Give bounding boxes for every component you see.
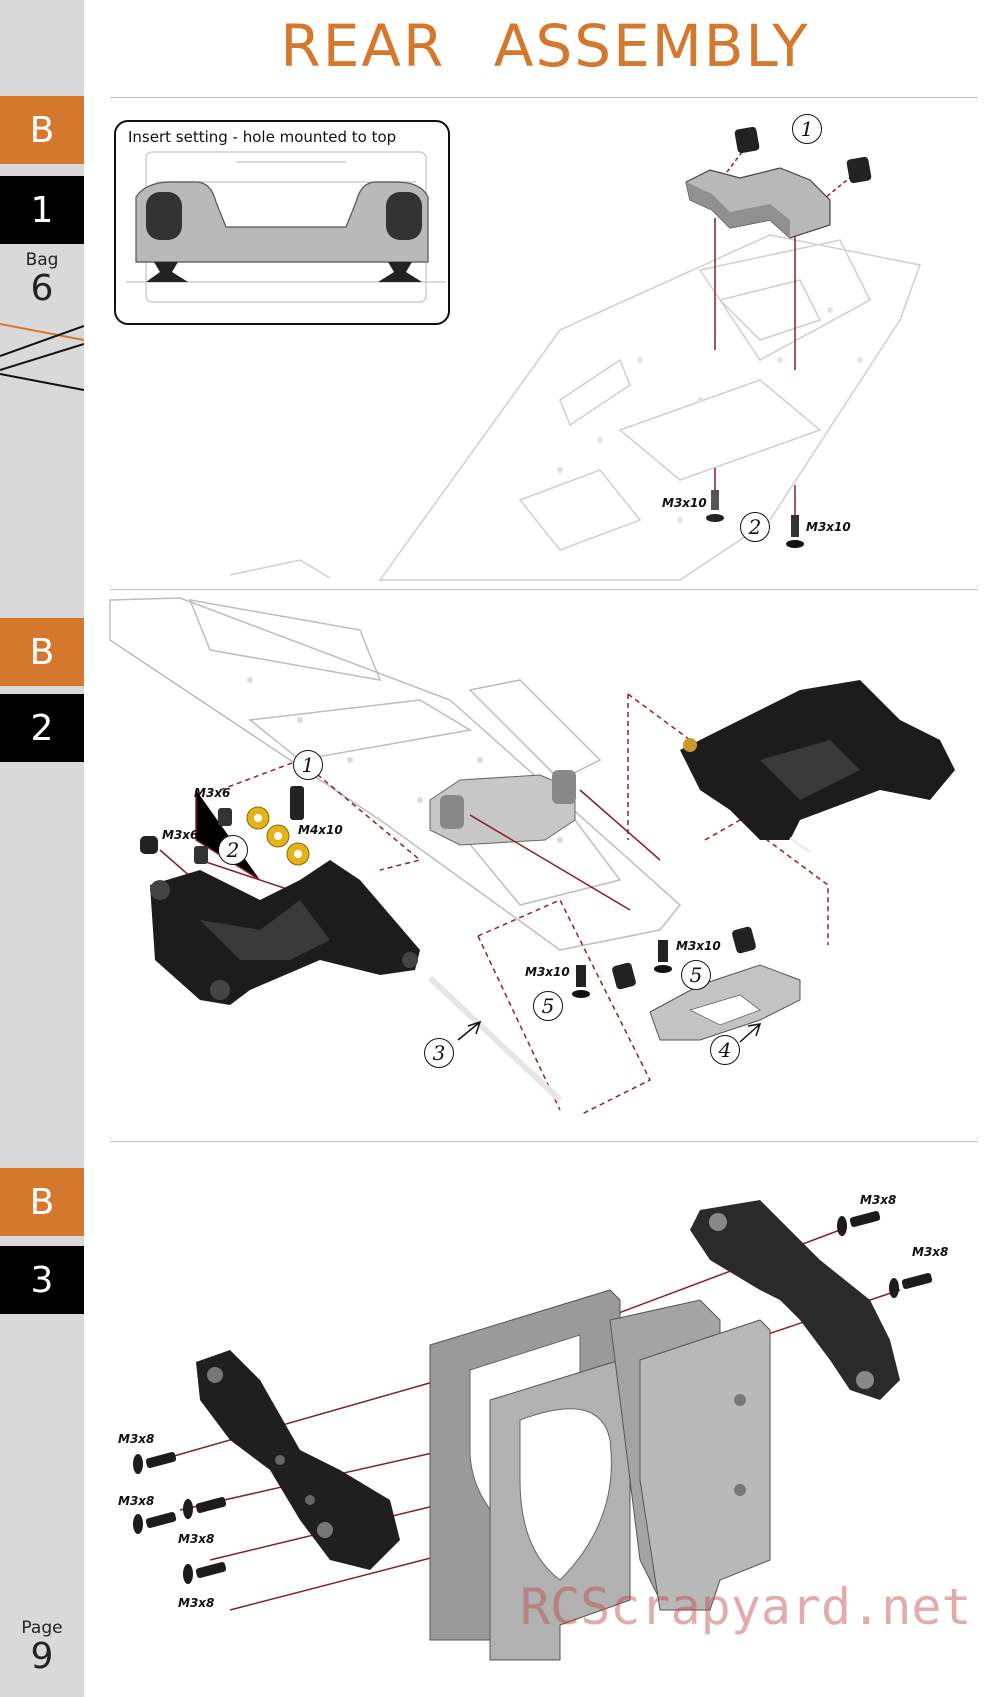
step-2-callout-3: 3 (424, 1038, 454, 1068)
step-1-screw (786, 515, 804, 548)
bag-label: Bag (25, 250, 59, 270)
step-1-callout-2: 2 (740, 512, 770, 542)
step-3-label-m3x8-c: M3x8 (118, 1432, 155, 1446)
step-2-label-m3x10-a: M3x10 (525, 965, 570, 979)
bag-number: 6 (30, 268, 54, 309)
step-1-callout-1: 1 (792, 114, 822, 144)
step-3-label-m3x8-e: M3x8 (178, 1532, 215, 1546)
step-1-screw-label-a: M3x10 (662, 496, 707, 510)
bag-decoration-lines (0, 323, 84, 391)
step-3-label-m3x8-b: M3x8 (912, 1245, 949, 1259)
step-2-label-m4x10: M4x10 (298, 823, 343, 837)
insert-detail-image (126, 151, 446, 303)
step-3-label-m3x8-a: M3x8 (860, 1193, 897, 1207)
insert-setting-callout: Insert setting - hole mounted to top (114, 120, 450, 325)
step-3-number-tab: 3 (0, 1246, 84, 1314)
step-2-number-tab: 2 (0, 694, 84, 762)
step-3-label-m3x8-f: M3x8 (178, 1596, 215, 1610)
step-2-label-m3x6-b: M3x6 (162, 828, 199, 842)
step-2-label-m3x6-a: M3x6 (194, 786, 231, 800)
page-title: REAR ASSEMBLY (280, 12, 810, 80)
page-number: 9 (30, 1636, 54, 1677)
divider-middle (110, 589, 978, 590)
callout-text: Insert setting - hole mounted to top (128, 128, 397, 146)
step-2-callout-4: 4 (710, 1035, 740, 1065)
sidebar: B 1 Bag 6 B 2 B 3 Page 9 (0, 0, 84, 1697)
step-2-letter-tab: B (0, 618, 84, 686)
step-2-callout-1: 1 (293, 750, 323, 780)
step-1-screw (706, 490, 724, 522)
step-3-letter-tab: B (0, 1168, 84, 1236)
divider-bottom (110, 1141, 978, 1142)
step-2-callout-5b: 5 (681, 960, 711, 990)
step-1-screw-label-b: M3x10 (806, 520, 851, 534)
step-2-callout-5a: 5 (533, 991, 563, 1021)
step-3-label-m3x8-d: M3x8 (118, 1494, 155, 1508)
step-1-letter-tab: B (0, 96, 84, 164)
watermark: RCScrapyard.net (520, 1578, 972, 1636)
divider-top (110, 97, 978, 98)
step-2-label-m3x10-b: M3x10 (676, 939, 721, 953)
step-2-callout-2: 2 (218, 835, 248, 865)
page-label: Page (21, 1618, 63, 1638)
step-1-number-tab: 1 (0, 176, 84, 244)
